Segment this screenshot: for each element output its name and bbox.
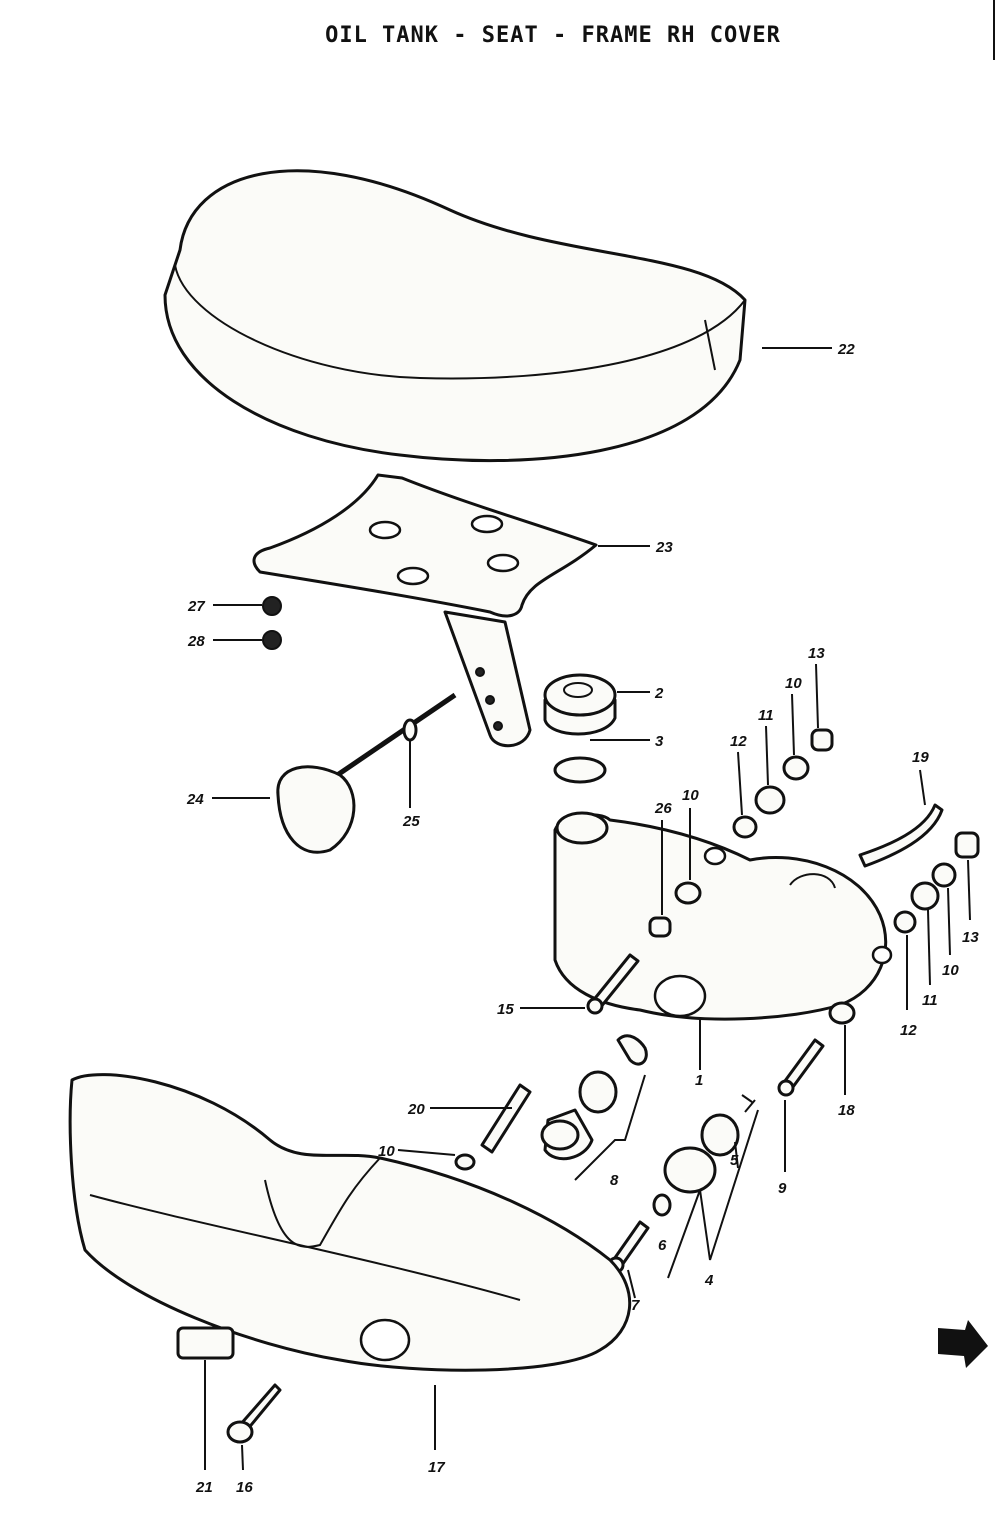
nut-28 — [262, 630, 282, 650]
cap-13 — [810, 728, 834, 752]
callout-19: 19 — [912, 749, 929, 766]
diagram-title: OIL TANK - SEAT - FRAME RH COVER — [325, 23, 781, 48]
callout-16: 16 — [236, 1479, 253, 1496]
callout-leader — [927, 909, 931, 986]
callout-leader — [574, 1074, 646, 1181]
nut-27 — [262, 596, 282, 616]
callout-leader — [919, 769, 926, 806]
cover-plate-4 — [663, 1146, 717, 1194]
callout-10a: 10 — [682, 787, 699, 804]
callout-27: 27 — [187, 598, 205, 615]
cushion-11 — [754, 785, 786, 815]
bolt-head — [777, 1079, 795, 1097]
seat-plate — [252, 473, 598, 748]
bolt-head — [586, 997, 604, 1015]
callout-2: 2 — [654, 685, 664, 702]
seat — [163, 169, 747, 463]
gasket-5 — [700, 1113, 740, 1157]
callout-23: 23 — [655, 539, 673, 556]
callout-3: 3 — [655, 733, 664, 750]
callout-1: 1 — [695, 1072, 703, 1089]
callout-17: 17 — [428, 1459, 445, 1476]
callout-leader — [627, 1269, 636, 1299]
breather-hose — [858, 803, 944, 868]
callout-6: 6 — [658, 1237, 667, 1254]
callout-10d: 10 — [378, 1143, 395, 1160]
bushing-12 — [893, 910, 917, 934]
washer-6 — [652, 1193, 672, 1217]
drain-plug-8 — [540, 1034, 648, 1161]
callout-8: 8 — [610, 1172, 619, 1189]
callout-leader — [241, 1444, 244, 1471]
callout-leader — [667, 1109, 759, 1279]
callout-20: 20 — [407, 1101, 425, 1118]
oil-tank — [553, 811, 893, 1021]
washer-10 — [931, 862, 957, 888]
oil-tank-cap — [543, 673, 617, 736]
callout-leader — [791, 693, 795, 756]
callout-leader — [815, 663, 819, 729]
callout-18a: 18 — [838, 1102, 855, 1119]
callout-12a: 12 — [730, 733, 747, 750]
callout-28: 28 — [187, 633, 205, 650]
callout-24: 24 — [186, 791, 204, 808]
callout-11b: 11 — [922, 992, 938, 1009]
callout-15: 15 — [497, 1001, 514, 1018]
continue-arrow-icon — [938, 1320, 988, 1368]
callout-leader — [737, 751, 743, 816]
callout-leader — [947, 887, 951, 956]
clip — [741, 1094, 756, 1113]
callout-12b: 12 — [900, 1022, 917, 1039]
callout-21: 21 — [195, 1479, 213, 1496]
seat-lock-knob — [276, 692, 457, 854]
bushing-26 — [648, 916, 672, 938]
callout-13b: 13 — [962, 929, 979, 946]
washer-10 — [782, 755, 810, 781]
washer-10 — [454, 1153, 476, 1171]
cap-gasket — [553, 756, 607, 784]
callout-9: 9 — [778, 1180, 787, 1197]
frame-rh-cover — [68, 1073, 632, 1372]
callout-10b: 10 — [785, 675, 802, 692]
washer-18 — [828, 1001, 856, 1025]
callout-25: 25 — [402, 813, 420, 830]
callout-leader — [967, 859, 971, 921]
callout-7: 7 — [631, 1297, 640, 1314]
callout-10c: 10 — [942, 962, 959, 979]
callout-leader — [734, 1141, 739, 1169]
callout-26: 26 — [654, 800, 672, 817]
cushion-11 — [910, 881, 940, 911]
screw-head — [226, 1420, 254, 1444]
callout-5: 5 — [730, 1152, 739, 1169]
callout-13a: 13 — [808, 645, 825, 662]
callout-leader — [397, 1149, 456, 1156]
callout-22: 22 — [837, 341, 855, 358]
callout-4: 4 — [704, 1272, 714, 1289]
callout-11a: 11 — [758, 707, 774, 724]
washer-10 — [674, 881, 702, 905]
emblem-21 — [176, 1326, 235, 1360]
bolt-20 — [480, 1083, 532, 1154]
bushing-12 — [732, 815, 758, 839]
callout-leader — [765, 725, 769, 786]
cap-13 — [954, 831, 980, 859]
